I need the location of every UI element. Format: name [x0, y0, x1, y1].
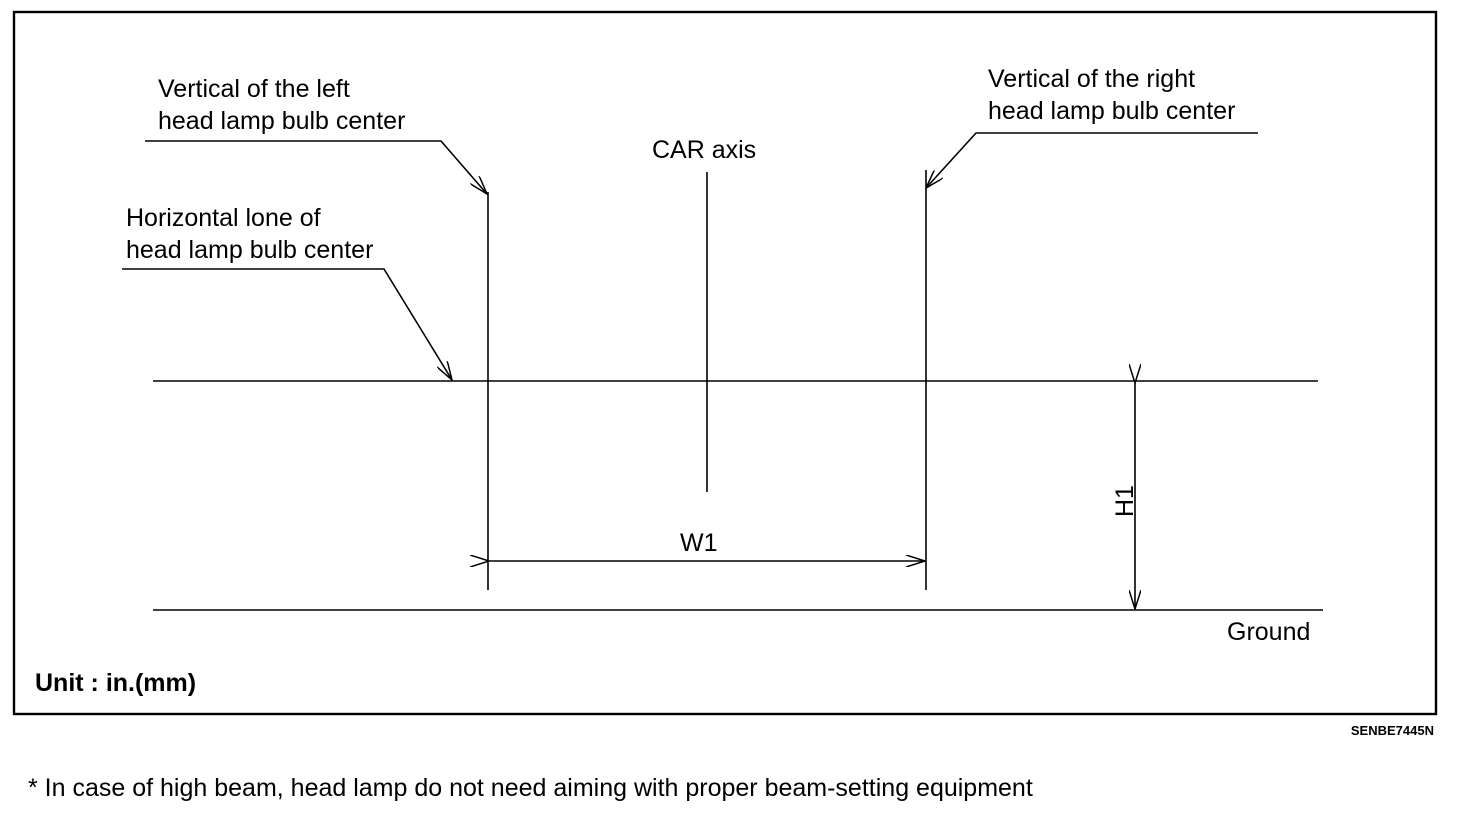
right-vertical-label-line2: head lamp bulb center — [988, 97, 1235, 125]
ground-label: Ground — [1227, 618, 1310, 646]
horizontal-label-line2: head lamp bulb center — [126, 236, 373, 264]
left-vertical-label-line1: Vertical of the left — [158, 75, 350, 103]
h1-label: H1 — [1111, 485, 1139, 517]
footnote: * In case of high beam, head lamp do not… — [28, 774, 1033, 802]
horizontal-label-line1: Horizontal lone of — [126, 204, 321, 232]
diagram-frame — [12, 10, 1438, 716]
figure-code: SENBE7445N — [1351, 723, 1434, 738]
left-vertical-leader — [145, 140, 487, 194]
w1-label: W1 — [680, 529, 718, 557]
horizontal-leader — [122, 268, 452, 380]
left-vertical-label-line2: head lamp bulb center — [158, 107, 405, 135]
right-vertical-label-line1: Vertical of the right — [988, 65, 1195, 93]
unit-label: Unit : in.(mm) — [35, 669, 196, 697]
right-vertical-leader — [926, 132, 1258, 188]
car-axis-label: CAR axis — [652, 136, 756, 164]
